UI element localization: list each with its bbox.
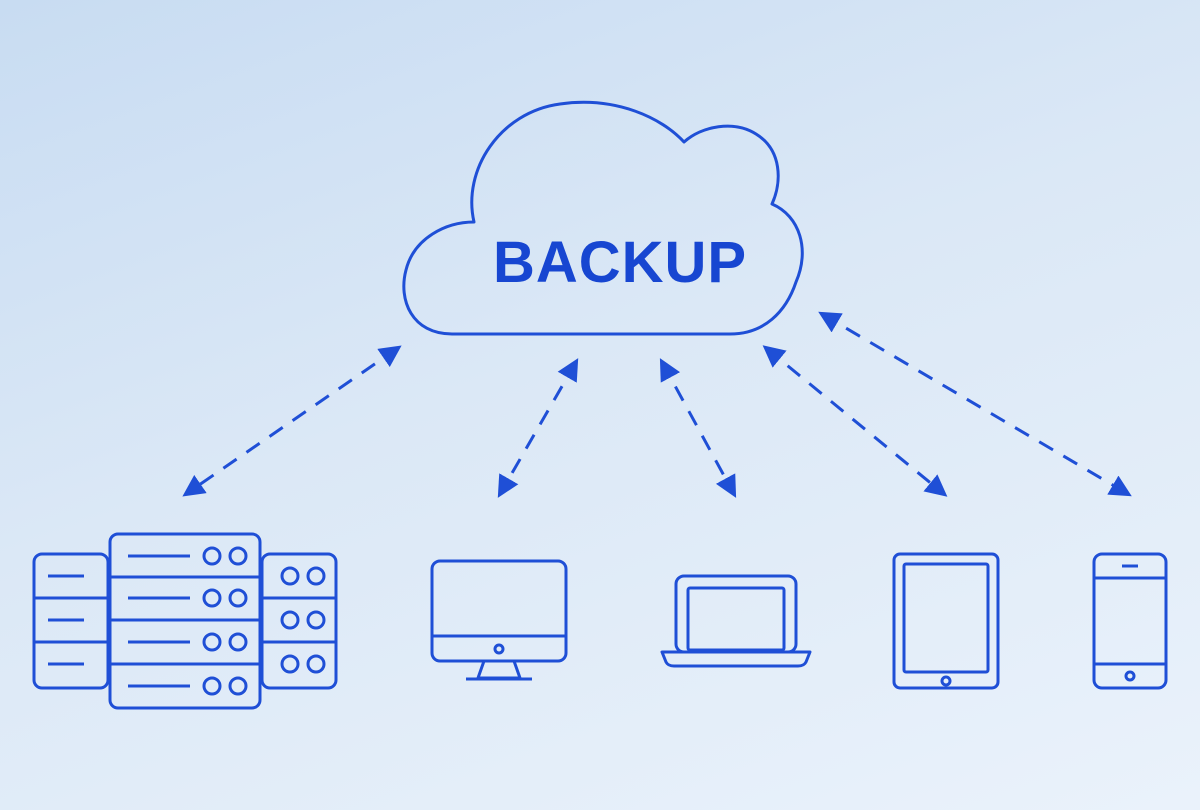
server-rack-icon: [32, 532, 338, 710]
arrow-cloud-server: [182, 345, 402, 497]
laptop-icon: [660, 574, 812, 668]
arrow-cloud-laptop: [659, 358, 737, 498]
arrow-cloud-smartphone: [818, 311, 1132, 497]
tablet-icon: [892, 552, 1000, 690]
cloud-icon: [402, 100, 804, 336]
arrow-cloud-tablet: [762, 345, 948, 497]
smartphone-icon: [1092, 552, 1168, 690]
desktop-monitor-icon: [430, 559, 568, 681]
backup-cloud: BACKUP: [402, 100, 804, 336]
connections: [182, 311, 1132, 498]
cloud-label: BACKUP: [493, 230, 747, 295]
arrow-cloud-desktop: [497, 358, 579, 498]
